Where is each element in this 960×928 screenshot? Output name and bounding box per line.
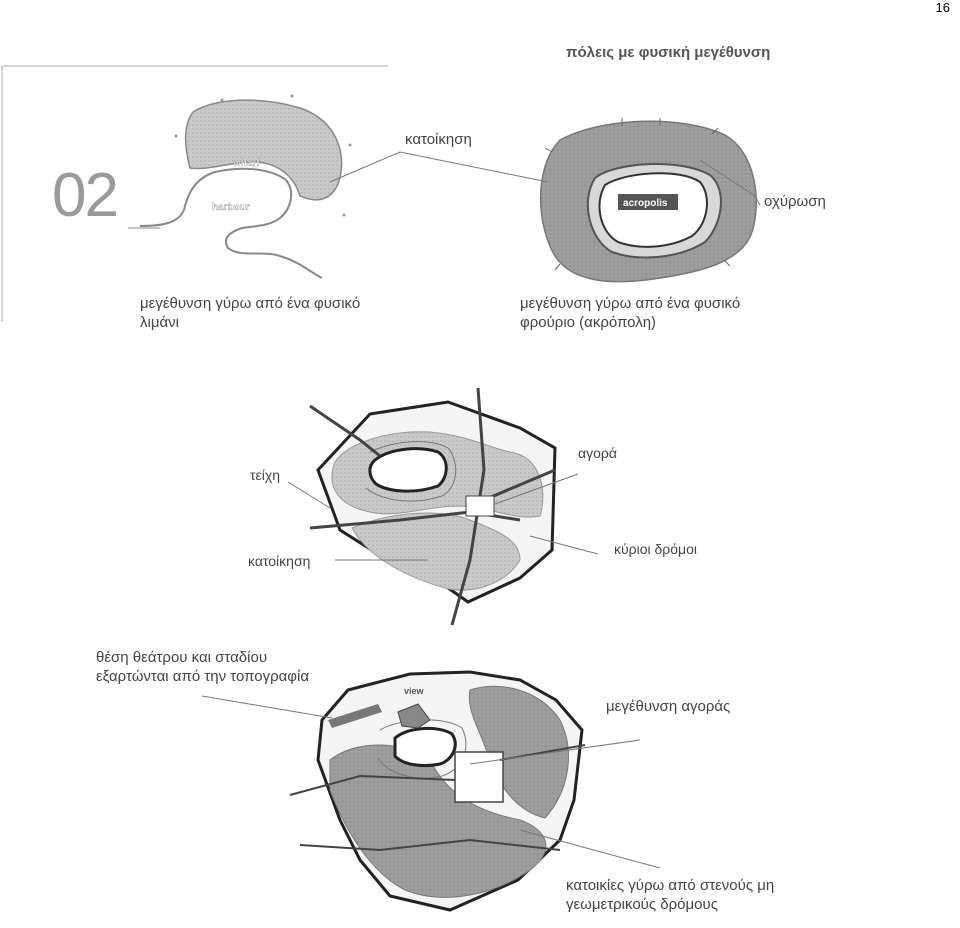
fig1-caption: μεγέθυνση γύρω από ένα φυσικό λιμάνι xyxy=(140,294,360,332)
fig1-caption-line2: λιμάνι xyxy=(140,314,179,331)
fig4-houses-label: κατοικίες γύρω από στενούς μη γεωμετρικο… xyxy=(566,876,774,914)
frame-lines xyxy=(1,65,388,322)
fig2-fortification-label: οχύρωση xyxy=(764,193,826,210)
fig1-settlement-label: κατοίκηση xyxy=(405,131,472,148)
wharf-tag: wharf xyxy=(232,158,260,169)
fig3-market-label: αγορά xyxy=(578,445,617,461)
harbour-figure: wharf harbour xyxy=(139,94,352,279)
acropolis-figure: acropolis xyxy=(539,118,758,283)
fig2-caption-line2: φρούριο (ακρόπολη) xyxy=(520,314,657,331)
harbour-tag: harbour xyxy=(212,202,250,213)
topography-city-figure: view xyxy=(289,670,586,912)
fig2-caption: μεγέθυνση γύρω από ένα φυσικό φρούριο (α… xyxy=(520,294,740,332)
page-number: 16 xyxy=(935,0,950,15)
fig2-caption-line1: μεγέθυνση γύρω από ένα φυσικό xyxy=(520,295,741,312)
acropolis-tag: acropolis xyxy=(623,198,668,209)
leader-lines-mid xyxy=(287,473,599,561)
fig4-market-size-label: μεγέθυνση αγοράς xyxy=(606,698,731,715)
fig3-walls-label: τείχη xyxy=(250,467,281,483)
fig1-caption-line1: μεγέθυνση γύρω από ένα φυσικό xyxy=(140,295,361,312)
fig4-theatre-line2: εξαρτώνται από την τοπογραφία xyxy=(96,668,310,685)
fig4-houses-line1: κατοικίες γύρω από στενούς μη xyxy=(566,877,775,894)
leader-lines-top xyxy=(329,151,761,206)
fig4-theatre-label: θέση θεάτρου και σταδίου εξαρτώνται από … xyxy=(96,648,309,686)
view-tag: view xyxy=(404,686,425,696)
fig3-main-roads-label: κύριοι δρόμοι xyxy=(614,541,698,557)
walled-city-figure xyxy=(309,387,557,626)
section-number: 02 xyxy=(52,161,119,230)
page-title: πόλεις με φυσική μεγέθυνση xyxy=(566,44,771,61)
fig4-houses-line2: γεωμετρικούς δρόμους xyxy=(566,896,718,913)
fig3-settlement-label: κατοίκηση xyxy=(248,553,311,569)
leader-lines-bottom xyxy=(201,695,661,869)
fig4-theatre-line1: θέση θεάτρου και σταδίου xyxy=(96,649,268,666)
